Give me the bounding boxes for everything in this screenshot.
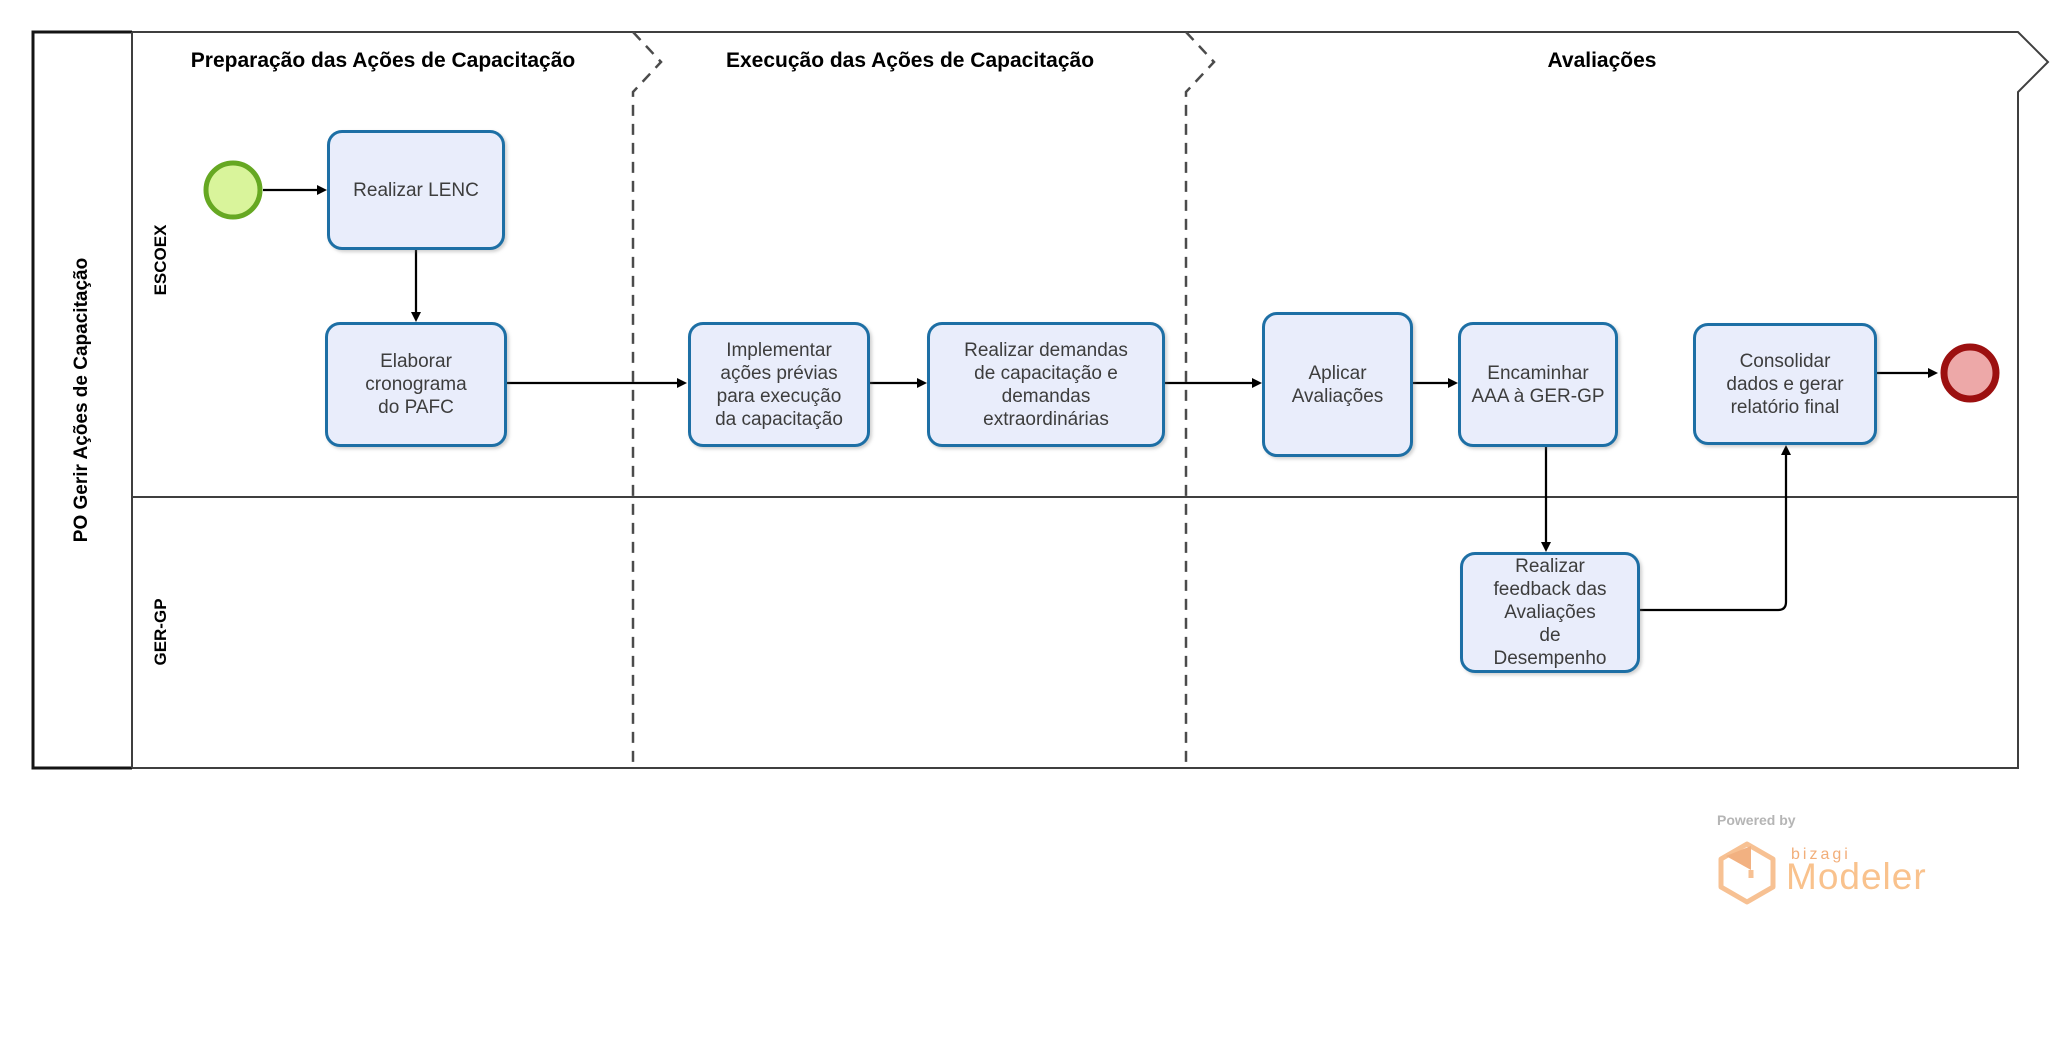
phase-header-avaliacoes: Avaliações [1547, 49, 1657, 72]
task-realizar-lenc[interactable]: Realizar LENC [327, 130, 505, 250]
task-elaborar-cronograma[interactable]: Elaborar cronograma do PAFC [325, 322, 507, 447]
powered-by-label: Powered by [1717, 812, 1796, 828]
task-encaminhar-aaa[interactable]: Encaminhar AAA à GER-GP [1458, 322, 1618, 447]
task-aplicar-avaliacoes[interactable]: Aplicar Avaliações [1262, 312, 1413, 457]
task-realizar-feedback[interactable]: Realizar feedback das Avaliações de Dese… [1460, 552, 1640, 673]
task-implementar-acoes[interactable]: Implementar ações prévias para execução … [688, 322, 870, 447]
task-consolidar-dados[interactable]: Consolidar dados e gerar relatório final [1693, 323, 1877, 445]
task-label: Implementar ações prévias para execução … [715, 339, 843, 430]
task-label: Realizar demandas de capacitação e deman… [964, 339, 1128, 430]
task-label: Encaminhar AAA à GER-GP [1471, 362, 1605, 407]
phase-separator-2 [1184, 31, 1216, 768]
end-event[interactable] [1940, 343, 2000, 403]
lane-label-escoex: ESCOEX [151, 224, 170, 296]
modeler-label: Modeler [1786, 856, 1927, 897]
task-label: Consolidar dados e gerar relatório final [1726, 350, 1844, 418]
task-label: Aplicar Avaliações [1291, 362, 1384, 407]
task-label: Realizar LENC [353, 179, 479, 201]
task-label: Realizar feedback das Avaliações de Dese… [1493, 556, 1607, 669]
task-label: Elaborar cronograma do PAFC [365, 351, 467, 418]
flow-feedback-to-consolidar [1640, 445, 1791, 612]
phase-separator-1 [631, 31, 663, 768]
bizagi-brand-label: bizagi [1791, 846, 1851, 863]
bizagi-logo-icon [1718, 841, 1776, 905]
phase-header-execucao: Execução das Ações de Capacitação [725, 49, 1095, 72]
pool-title-strip-border [31, 30, 132, 770]
phase-header-preparacao: Preparação das Ações de Capacitação [190, 49, 576, 72]
start-event[interactable] [203, 160, 263, 220]
lane-label-ger-gp: GER-GP [151, 598, 170, 666]
pool-title: PO Gerir Ações de Capacitação [71, 257, 92, 543]
task-realizar-demandas[interactable]: Realizar demandas de capacitação e deman… [927, 322, 1165, 447]
